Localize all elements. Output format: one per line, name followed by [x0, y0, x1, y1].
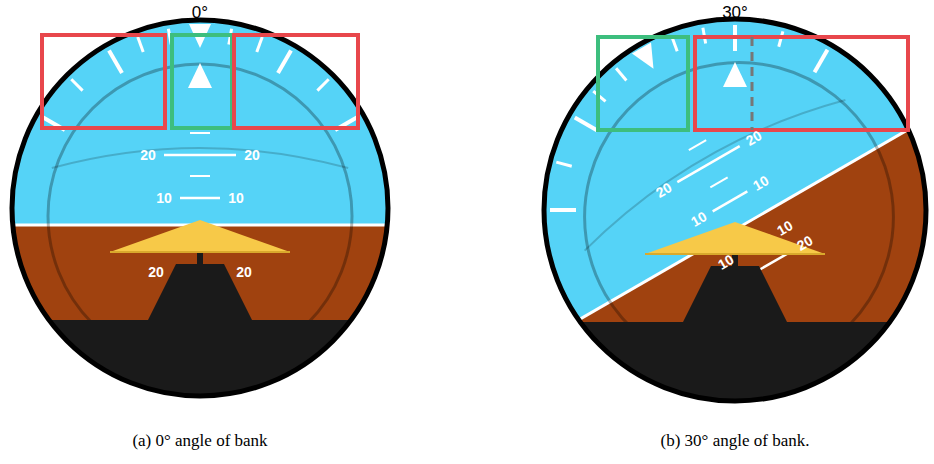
pitch-number: 20: [236, 265, 252, 279]
angle-title: 30°: [722, 4, 748, 21]
pitch-tick: [190, 175, 210, 177]
subfigure-caption: (a) 0° angle of bank: [132, 432, 267, 449]
wing-edge: [110, 251, 290, 253]
bank-tick: [109, 50, 122, 73]
bank-tick: [550, 199, 576, 222]
pitch-number: 20: [148, 265, 164, 279]
dial-face: [208, 0, 934, 464]
green-box: [598, 37, 688, 130]
pitch-line: [164, 154, 236, 157]
pitch-number: 20: [140, 148, 156, 162]
bank-tick: [138, 37, 143, 52]
red-box: [42, 35, 165, 128]
subfigure-caption: (b) 30° angle of bank.: [661, 432, 810, 449]
ground: [409, 32, 934, 464]
ground: [0, 225, 580, 464]
bank-tick: [278, 50, 291, 73]
red-box: [234, 35, 358, 128]
pitch-number: 20: [244, 148, 260, 162]
aircraft-symbol: [110, 220, 290, 252]
pitch-tick: [190, 132, 210, 134]
bank-tick: [575, 111, 598, 137]
bank-tick: [616, 67, 626, 82]
rotating-card: [208, 0, 934, 464]
horizon-line: [0, 224, 580, 227]
bank-tick: [71, 79, 82, 90]
pitch-number: 10: [156, 191, 172, 205]
bank-tick: [556, 156, 571, 171]
rotating-card: [0, 0, 580, 464]
fixed-pointer: [188, 63, 212, 88]
pitch-number: 10: [228, 191, 244, 205]
pitch-tick: [710, 177, 727, 187]
fixed-pointer: [723, 62, 747, 87]
bank-tick: [257, 37, 262, 52]
bank-tick: [317, 79, 328, 90]
bank-tick: [773, 31, 788, 46]
red-box: [695, 37, 908, 130]
ball-arc: [52, 148, 348, 168]
aircraft-symbol: [645, 222, 825, 254]
dial-face: [0, 0, 580, 464]
pitch-line: [180, 197, 220, 200]
bezel: [544, 19, 926, 401]
bank-tick: [808, 50, 834, 73]
pitch-tick: [689, 140, 706, 150]
ball-arc: [575, 83, 846, 251]
pitch-line: [713, 191, 748, 211]
bezel: [12, 20, 388, 396]
instrument-base: [0, 264, 580, 464]
dashed-line: [751, 37, 754, 130]
pitch-line: [677, 146, 739, 182]
wing-edge: [645, 253, 825, 255]
angle-title: 0°: [192, 4, 208, 21]
green-box: [172, 35, 232, 128]
